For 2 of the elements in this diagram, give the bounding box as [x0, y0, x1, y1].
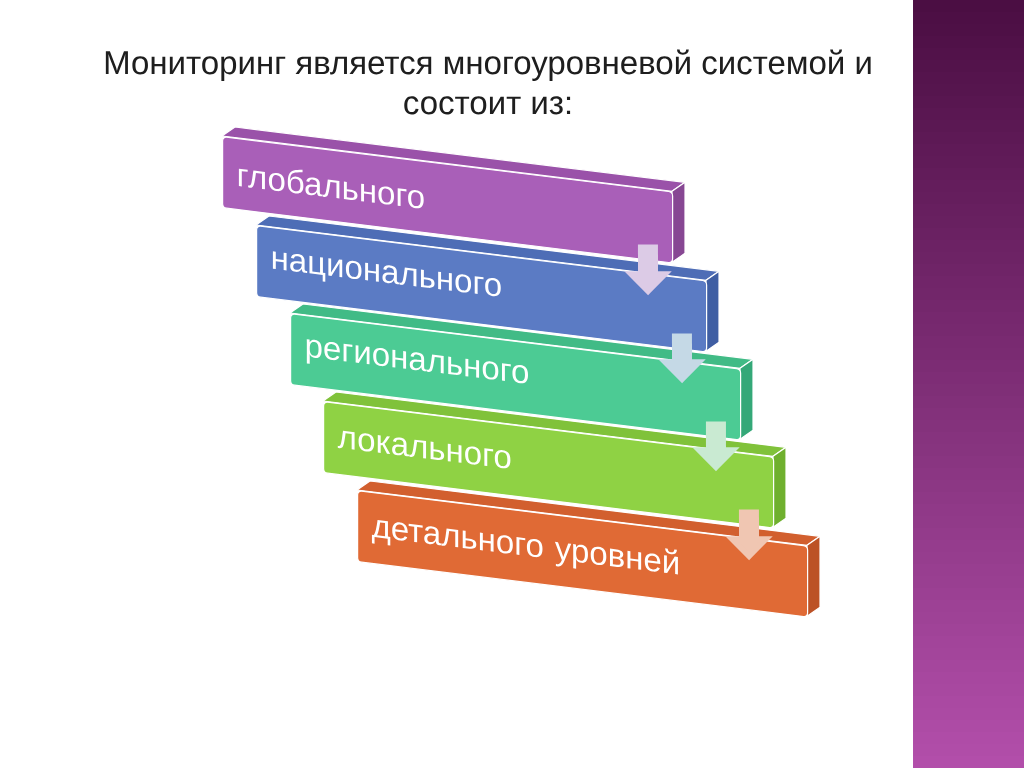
bar-block: детального уровней: [356, 480, 821, 618]
title: Мониторинг является многоуровневой системой и состоит из:: [105, 49, 871, 115]
